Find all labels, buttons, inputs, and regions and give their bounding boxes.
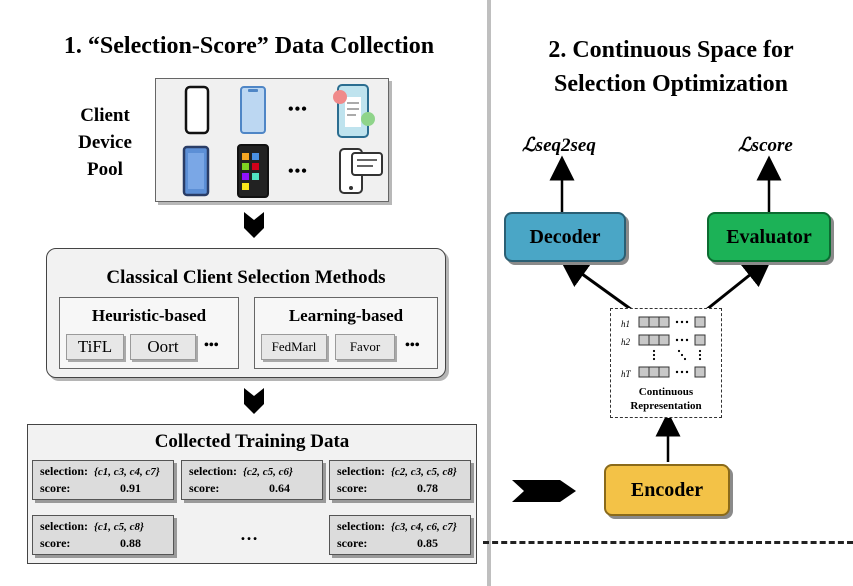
chip-favor-label: Favor <box>349 339 381 354</box>
device-pool-box: ••• ••• <box>155 78 389 202</box>
client-device-pool-label: Client Device Pool <box>62 102 148 182</box>
heuristic-title: Heuristic-based <box>91 306 207 325</box>
record-4: selection: {c1, c5, c8} score: 0.88 <box>32 515 174 555</box>
chip-fedmarl: FedMarl <box>261 334 327 360</box>
down-chevron-arrow-2 <box>244 388 264 414</box>
encoder-box: Encoder <box>604 464 730 516</box>
record-5-selection-label: selection: <box>337 519 385 533</box>
record-3-score: 0.78 <box>417 481 438 495</box>
record-5-set: {c3, c4, c6, c7} <box>390 521 457 533</box>
device-icons <box>182 84 383 198</box>
heuristic-box: Heuristic-based TiFL Oort ••• <box>59 297 239 369</box>
decoder-box: Decoder <box>504 212 626 262</box>
record-2: selection: {c2, c5, c6} score: 0.64 <box>181 460 323 500</box>
record-1: selection: {c1, c3, c4, c7} score: 0.91 <box>32 460 174 500</box>
record-2-score-label: score: <box>189 481 220 495</box>
record-4-set: {c1, c5, c8} <box>93 521 144 533</box>
loss-seq2seq-text: ℒseq2seq <box>522 135 596 156</box>
records-ellipsis: … <box>240 524 258 544</box>
record-1-selection-label: selection: <box>40 464 88 478</box>
decoder-label: Decoder <box>529 225 601 248</box>
pool-dots-row2: ••• <box>288 163 308 180</box>
phone-blue-icon <box>240 86 266 134</box>
record-2-selection-label: selection: <box>189 464 237 478</box>
phone-outline-icon <box>184 85 210 135</box>
learning-title: Learning-based <box>288 306 404 325</box>
continuous-rep-line1: Continuous <box>638 386 694 398</box>
dashed-divider <box>483 541 853 544</box>
record-4-selection-label: selection: <box>40 519 88 533</box>
pool-label-line1: Client <box>80 104 130 126</box>
pool-label-line2: Device <box>78 131 132 153</box>
record-2-score: 0.64 <box>269 481 290 495</box>
section2-title: 2. Continuous Space for Selection Optimi… <box>500 33 842 101</box>
continuous-rep-line2: Representation <box>630 400 702 412</box>
collected-data-title: Collected Training Data <box>154 431 350 452</box>
pool-label-line3: Pool <box>87 158 123 180</box>
record-1-score: 0.91 <box>120 481 141 495</box>
evaluator-box: Evaluator <box>707 212 831 262</box>
vertical-divider <box>487 0 491 586</box>
chip-tifl: TiFL <box>66 334 124 360</box>
hidden-label-h2: h2 <box>621 337 630 347</box>
chip-fedmarl-label: FedMarl <box>271 339 317 354</box>
loss-seq2seq: ℒseq2seq <box>522 134 596 157</box>
hidden-state-grid <box>638 316 706 378</box>
learning-box: Learning-based FedMarl Favor ••• <box>254 297 438 369</box>
learning-more: ••• <box>405 338 420 353</box>
loss-score-text: ℒscore <box>738 135 793 156</box>
record-3: selection: {c2, c3, c5, c8} score: 0.78 <box>329 460 471 500</box>
classical-methods-title: Classical Client Selection Methods <box>106 267 386 288</box>
phone-apps-icon <box>237 144 269 198</box>
loss-score: ℒscore <box>738 134 793 157</box>
record-2-set: {c2, c5, c6} <box>242 466 293 478</box>
record-5: selection: {c3, c4, c6, c7} score: 0.85 <box>329 515 471 555</box>
hidden-label-h1: h1 <box>621 319 630 329</box>
continuous-representation-box: h1 h2 hT Continuous Representation <box>610 308 722 418</box>
chip-oort: Oort <box>130 334 196 360</box>
record-5-score-label: score: <box>337 536 368 550</box>
chip-tifl-label: TiFL <box>77 337 113 356</box>
section2-title-line2: Selection Optimization <box>554 71 788 97</box>
phone-dark-blue-icon <box>182 145 210 197</box>
record-1-set: {c1, c3, c4, c7} <box>93 466 160 478</box>
classical-methods-box: Classical Client Selection Methods Heuri… <box>46 248 446 378</box>
record-3-selection-label: selection: <box>337 464 385 478</box>
down-chevron-arrow-1 <box>244 212 264 238</box>
phone-chat-icon <box>333 84 375 138</box>
chip-favor: Favor <box>335 334 395 360</box>
section2-title-line1: 2. Continuous Space for <box>548 37 794 63</box>
record-1-score-label: score: <box>40 481 71 495</box>
hidden-label-hT: hT <box>621 369 631 379</box>
record-4-score-label: score: <box>40 536 71 550</box>
record-5-score: 0.85 <box>417 536 438 550</box>
record-3-set: {c2, c3, c5, c8} <box>390 466 457 478</box>
continuous-rep-label: Continuous Representation <box>611 385 721 413</box>
chip-oort-label: Oort <box>147 337 179 356</box>
pool-dots-row1: ••• <box>288 101 308 118</box>
record-3-score-label: score: <box>337 481 368 495</box>
section1-title: 1. “Selection-Score” Data Collection <box>63 33 435 59</box>
phone-message-icon <box>339 148 383 194</box>
input-chevron-arrow <box>512 480 576 502</box>
encoder-label: Encoder <box>630 478 704 501</box>
evaluator-label: Evaluator <box>726 225 812 248</box>
heuristic-more: ••• <box>204 338 219 353</box>
record-4-score: 0.88 <box>120 536 141 550</box>
